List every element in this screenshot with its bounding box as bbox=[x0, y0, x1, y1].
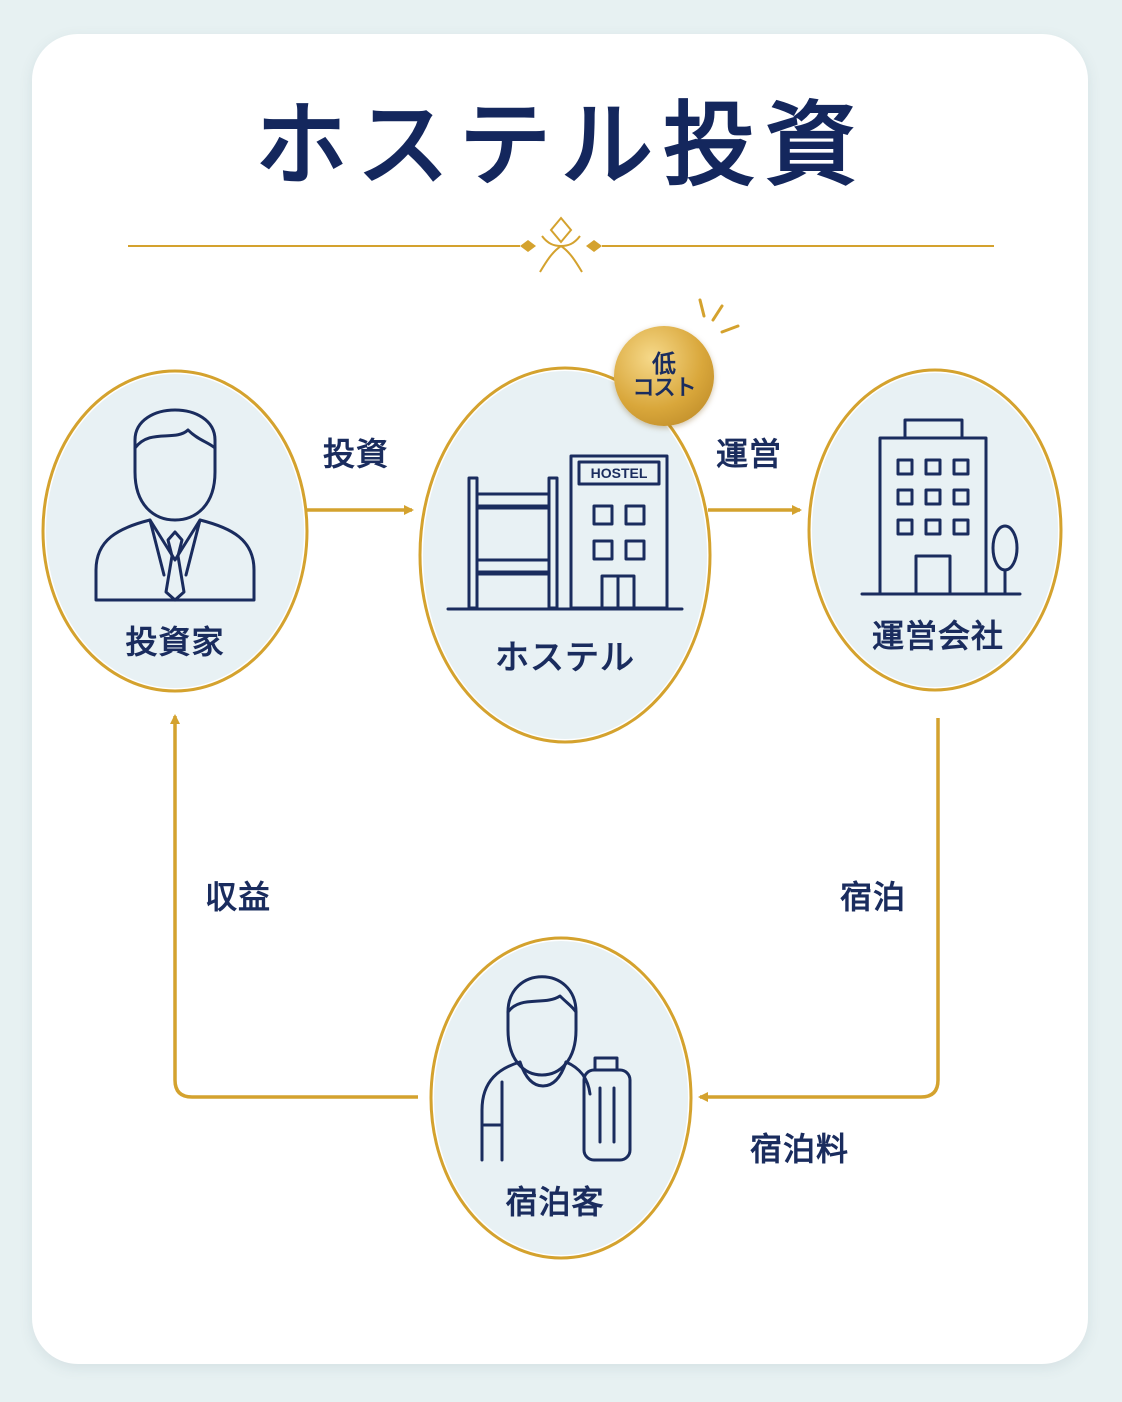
hostel-label: ホステル bbox=[495, 638, 635, 678]
badge-line-2: コスト bbox=[632, 376, 696, 402]
businessman-icon bbox=[94, 408, 256, 602]
stay-flow-label: 宿泊 bbox=[840, 878, 907, 916]
revenue-arrow bbox=[170, 714, 418, 1099]
title-divider bbox=[128, 216, 994, 273]
fee-flow-label: 宿泊料 bbox=[750, 1130, 850, 1168]
guest-label: 宿泊客 bbox=[505, 1183, 605, 1221]
hostel-building-icon bbox=[446, 454, 684, 611]
sparkle-icon bbox=[698, 298, 740, 334]
investor-label: 投資家 bbox=[125, 623, 225, 661]
investment-flow-label: 投資 bbox=[323, 435, 390, 473]
page-title: ホステル投資 bbox=[254, 92, 867, 199]
diamond-ornament-icon bbox=[539, 216, 583, 273]
hostel-sign: HOSTEL bbox=[591, 465, 648, 481]
office-building-icon bbox=[860, 418, 1022, 596]
operator-label: 運営会社 bbox=[871, 617, 1005, 655]
revenue-flow-label: 収益 bbox=[205, 878, 272, 916]
traveler-icon bbox=[480, 975, 632, 1162]
guest-node bbox=[429, 936, 693, 1260]
operation-flow-label: 運営 bbox=[716, 435, 783, 473]
operator-node bbox=[807, 368, 1063, 692]
fee-arrow bbox=[698, 718, 940, 1102]
badge-line-1: 低 bbox=[652, 349, 676, 378]
low-cost-badge: 低 コスト bbox=[614, 326, 714, 426]
